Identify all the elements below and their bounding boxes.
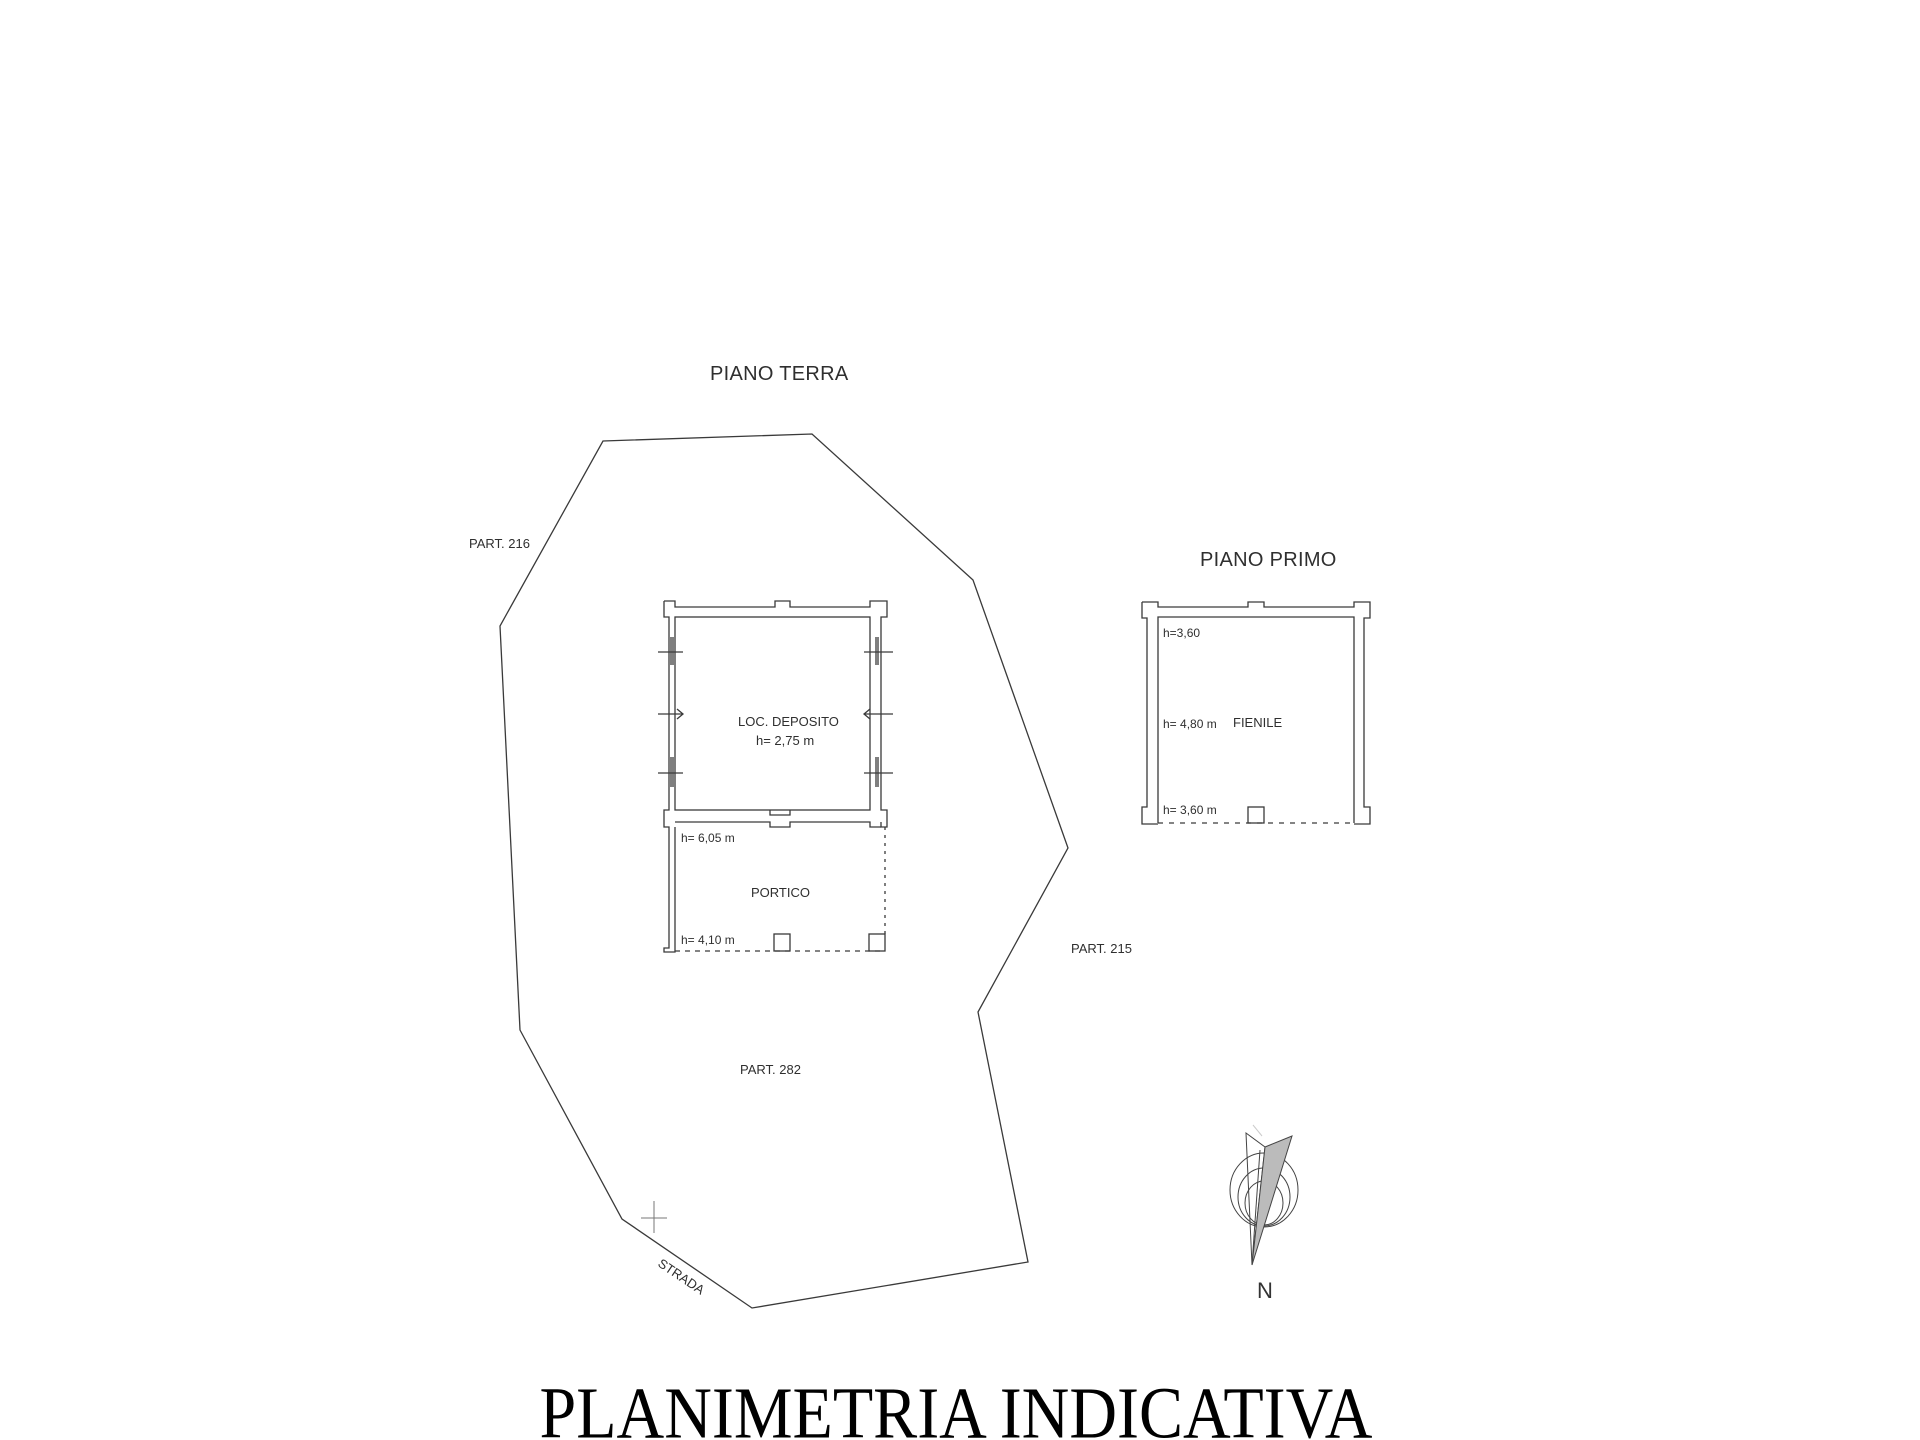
portico-height-top: h= 6,05 m xyxy=(681,831,735,845)
ground-floor-building xyxy=(658,600,893,953)
room-name-deposito: LOC. DEPOSITO xyxy=(738,714,839,729)
parcel-label-216: PART. 216 xyxy=(469,536,530,551)
ground-floor-title: PIANO TERRA xyxy=(710,363,849,385)
north-label: N xyxy=(1257,1278,1273,1303)
north-arrow-icon xyxy=(1229,1124,1299,1266)
first-floor-building xyxy=(1141,601,1371,825)
room-height-deposito: h= 2,75 m xyxy=(756,733,815,748)
fienile-height-bottom: h= 3,60 m xyxy=(1163,803,1217,817)
page-title: PLANIMETRIA INDICATIVA xyxy=(539,1373,1373,1440)
parcel-label-282: PART. 282 xyxy=(740,1062,801,1077)
first-floor-title: PIANO PRIMO xyxy=(1200,549,1337,571)
parcel-label-215: PART. 215 xyxy=(1071,941,1132,956)
fienile-height-mid: h= 4,80 m xyxy=(1163,717,1217,731)
portico-height-bottom: h= 4,10 m xyxy=(681,933,735,947)
property-boundary xyxy=(499,433,1069,1309)
survey-cross-marker xyxy=(641,1201,667,1233)
room-name-portico: PORTICO xyxy=(751,885,810,900)
fienile-height-top: h=3,60 xyxy=(1163,626,1201,640)
room-name-fienile: FIENILE xyxy=(1233,715,1283,730)
